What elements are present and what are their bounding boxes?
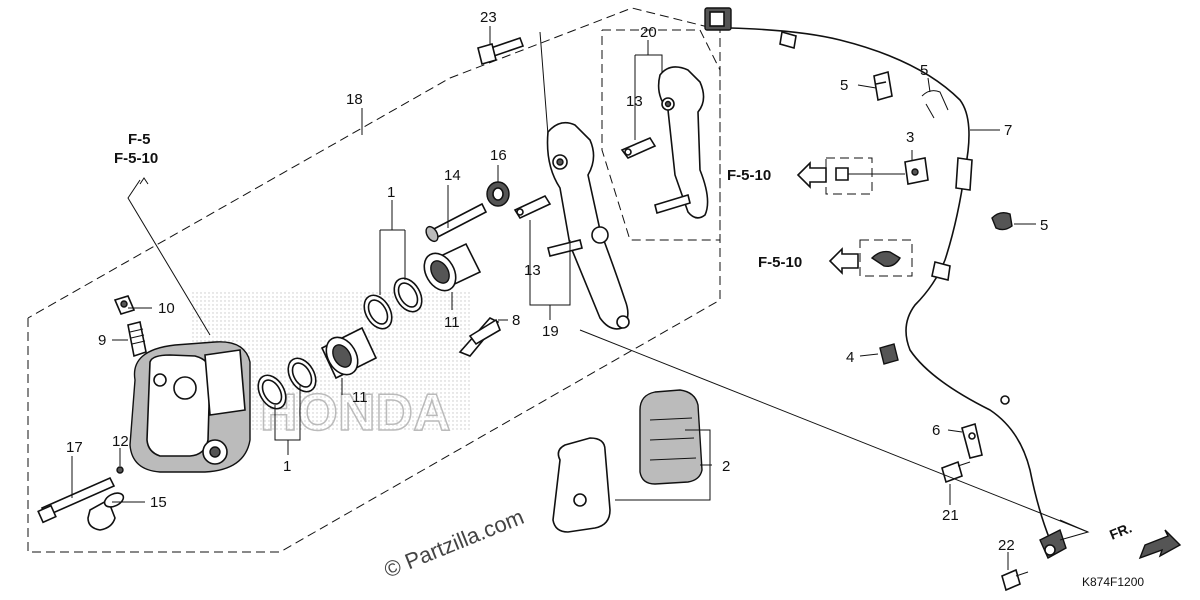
callout-5a: 5	[840, 77, 848, 94]
callout-19: 19	[542, 323, 559, 340]
callout-5c: 5	[1040, 217, 1048, 234]
harness-grommet[interactable]	[870, 250, 901, 268]
callout-4: 4	[846, 349, 854, 366]
pad-spring[interactable]	[458, 317, 501, 357]
ref-arrow-b-label: F-5-10	[758, 254, 802, 271]
pad-spring-right[interactable]	[620, 136, 657, 159]
mounting-bolt-top[interactable]	[477, 36, 525, 65]
clamp-dashed-box	[825, 157, 873, 195]
ref-arrow-b-shape	[828, 247, 859, 275]
caliper-bracket[interactable]	[546, 121, 630, 330]
leader-lines	[71, 26, 1090, 570]
harness-stay[interactable]	[961, 422, 983, 459]
callout-17: 17	[66, 439, 83, 456]
watermark: © Partzilla.com	[381, 504, 528, 583]
callout-23: 23	[480, 9, 497, 26]
front-direction-label: FR.	[1107, 519, 1134, 542]
brand-background-text: HONDA	[260, 384, 451, 442]
callout-12: 12	[112, 433, 129, 450]
piston-upper[interactable]	[418, 242, 482, 296]
pad-spring-left[interactable]	[513, 194, 552, 220]
pin-boot[interactable]	[87, 490, 126, 531]
diagram-code: K874F1200	[1082, 575, 1144, 589]
callout-3: 3	[906, 129, 914, 146]
ref-top-line2: F-5-10	[114, 150, 158, 167]
callout-2: 2	[722, 458, 730, 475]
sensor-harness[interactable]	[704, 7, 1067, 559]
callout-15: 15	[150, 494, 167, 511]
callout-13-left: 13	[524, 262, 541, 279]
callout-1-upper: 1	[387, 184, 395, 201]
ref-top-line1: F-5	[128, 131, 151, 148]
callout-6: 6	[932, 422, 940, 439]
callout-10: 10	[158, 300, 175, 317]
callout-16: 16	[490, 147, 507, 164]
callout-5b: 5	[920, 62, 928, 79]
callout-18: 18	[346, 91, 363, 108]
harness-clip-3[interactable]	[991, 211, 1013, 231]
piston-seals-lower[interactable]	[253, 353, 322, 413]
callout-11-upper: 11	[444, 314, 460, 331]
harness-clip-2[interactable]	[921, 90, 949, 119]
bleed-cap[interactable]	[113, 295, 136, 315]
callout-9: 9	[98, 332, 106, 349]
ref-arrow-a-label: F-5-10	[727, 167, 771, 184]
bracket-assembly[interactable]	[654, 66, 709, 219]
bracket-boundary	[601, 29, 721, 241]
callout-13-right: 13	[626, 93, 643, 110]
rubber-grommet[interactable]	[879, 343, 899, 365]
callout-22: 22	[998, 537, 1015, 554]
callout-11-lower: 11	[352, 389, 368, 406]
piston-lower[interactable]	[320, 326, 378, 380]
callout-21: 21	[942, 507, 959, 524]
harness-clamp[interactable]	[835, 157, 929, 185]
pin-bolt[interactable]	[37, 476, 116, 524]
sensor-bolt[interactable]	[1001, 568, 1029, 592]
pin-boot-upper[interactable]	[486, 181, 510, 207]
piston-seals-upper[interactable]	[359, 273, 428, 333]
callout-14: 14	[444, 167, 461, 184]
callout-20: 20	[640, 24, 657, 41]
assembly-boundary	[27, 7, 721, 553]
bleed-valve[interactable]	[127, 321, 147, 358]
callout-8: 8	[512, 312, 520, 329]
steel-ball[interactable]	[116, 466, 124, 474]
harness-clip-1[interactable]	[873, 70, 893, 102]
callout-1-lower: 1	[283, 458, 291, 475]
front-direction-arrow	[1138, 529, 1182, 560]
callout-7: 7	[1004, 122, 1012, 139]
caliper-body[interactable]	[129, 341, 251, 473]
ref-arrow-a-shape	[796, 161, 827, 189]
slide-pin[interactable]	[424, 202, 488, 243]
ref-arrow-up	[139, 177, 149, 185]
brake-pads[interactable]	[552, 389, 703, 533]
stay-bolt[interactable]	[941, 460, 971, 484]
grommet-dashed-box	[859, 239, 913, 277]
